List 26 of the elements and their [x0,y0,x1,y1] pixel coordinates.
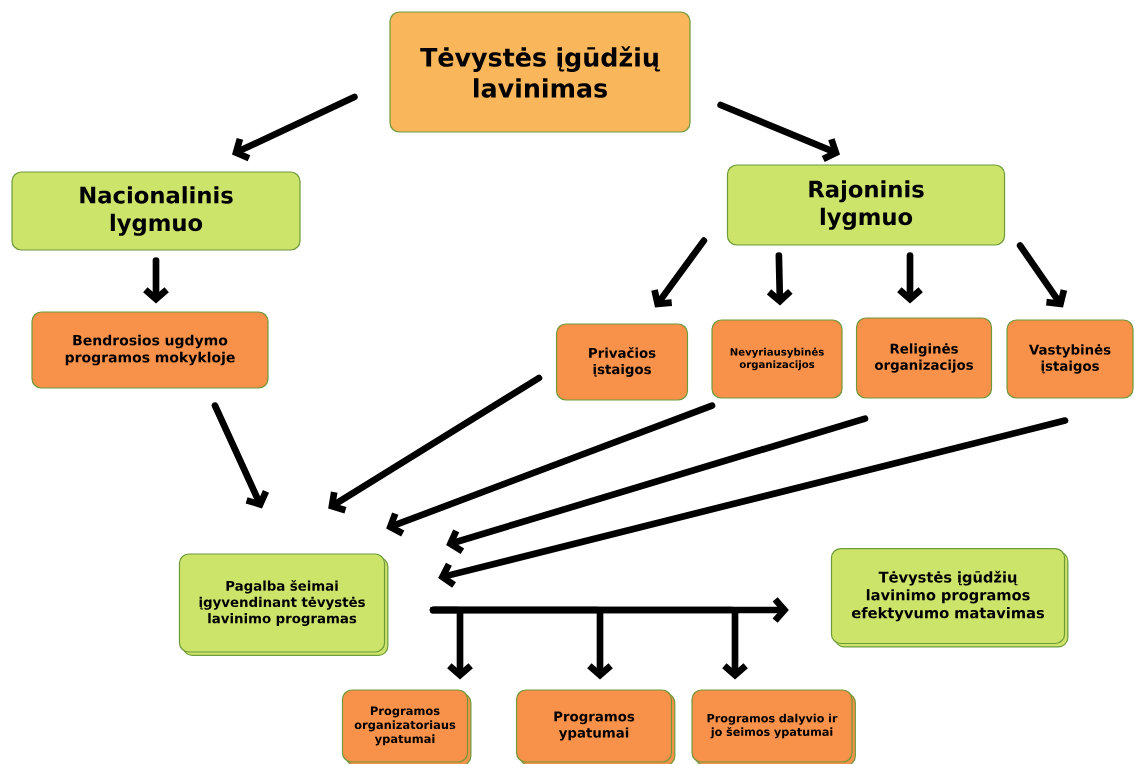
arrow [651,237,708,308]
process-box: Privačios įstaigos [555,323,689,401]
process-box: Programos dalyvio ir jo šeimos ypatumai [691,689,856,764]
process-box: Rajoninis lygmuo [726,164,1006,246]
process-box: Vastybinės įstaigos [1006,319,1134,399]
process-box: Pagalba šeimai įgyvendinant tėvystės lavinimo programas [178,553,389,656]
arrow [897,252,923,304]
arrow [438,417,1069,588]
process-box: Bendrosios ugdymo programos mokykloje [31,311,269,389]
arrow [328,374,543,514]
process-box: Programos organizatoriaus ypatumai [341,689,472,764]
arrow [386,402,716,537]
arrow [211,402,270,509]
arrow [429,606,748,680]
arrow [446,415,869,555]
process-box: Tėvystės įgūdžių lavinimo programos efektyvumo matavimas [830,547,1069,648]
arrow [1016,242,1068,308]
arrow [766,252,793,306]
process-box: Tėvystės įgūdžių lavinimas [389,11,691,133]
process-box: Nevyriausybinės organizacijos [711,319,843,399]
process-box: Programos ypatumai [515,689,676,764]
arrow [143,257,169,304]
arrow [232,93,358,162]
process-box: Religinės organizacijos [855,317,993,399]
arrow [717,101,840,162]
process-box: Nacionalinis lygmuo [11,171,301,251]
